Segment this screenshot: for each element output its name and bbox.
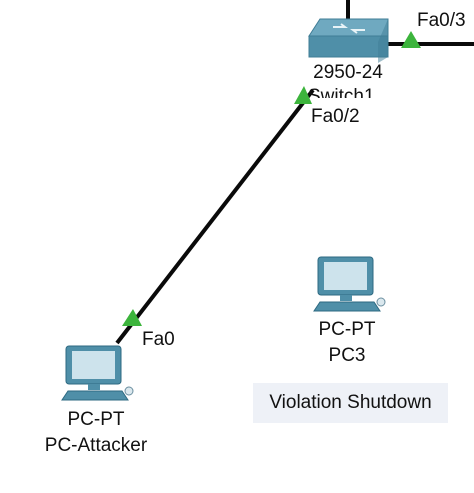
link-switch-to-pc-attacker[interactable]	[115, 88, 315, 345]
pc-attacker-model-label: PC-PT	[67, 409, 125, 430]
link-status-fa0-icon	[122, 309, 142, 326]
pc-attacker-name-label: PC-Attacker	[44, 435, 148, 456]
link-status-fa0-2-icon	[294, 86, 312, 104]
pc3-model-label: PC-PT	[318, 319, 376, 340]
switch-model-label: 2950-24	[313, 62, 383, 83]
switch-name-label: Switch1	[308, 86, 375, 98]
pc-attacker-icon[interactable]	[61, 345, 134, 401]
port-label-fa0: Fa0	[142, 329, 175, 350]
pc3-name-label: PC3	[328, 345, 366, 366]
pc3-icon[interactable]	[313, 256, 386, 312]
link-status-fa0-3-icon	[401, 31, 421, 48]
switch-name-clip: Switch1	[300, 84, 396, 98]
port-label-fa0-3: Fa0/3	[417, 10, 466, 31]
violation-note[interactable]: Violation Shutdown	[253, 383, 448, 423]
port-label-fa0-2: Fa0/2	[311, 106, 360, 127]
switch-icon[interactable]	[308, 18, 389, 63]
